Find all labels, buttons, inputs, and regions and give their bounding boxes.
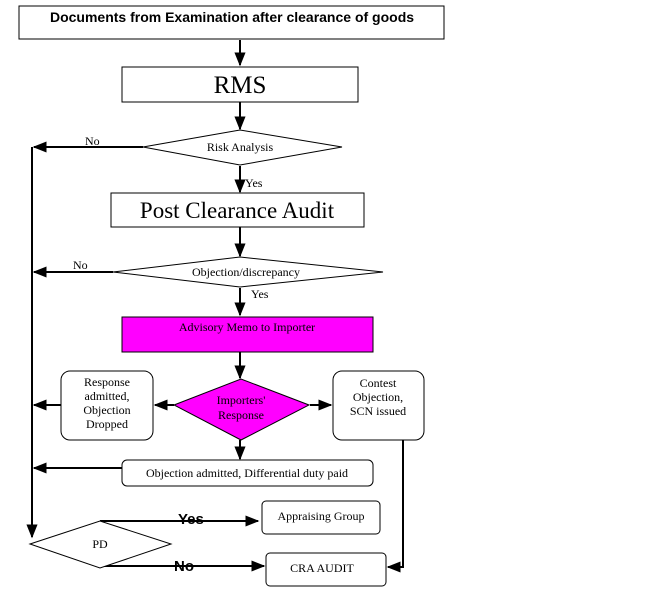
documents-label: Documents from Examination after clearan… [50,9,414,25]
edge-label-objection-yes: Yes [251,287,269,301]
node-post-clearance-audit: Post Clearance Audit [110,192,365,228]
edge-label-objection-no: No [73,258,88,272]
node-contest-objection: Contest Objection, SCN issued [332,370,425,441]
response-admitted-line-2: admitted, [85,389,130,403]
importers-response-line-2: Response [218,408,264,422]
node-importers-response: Importers' Response [172,378,311,441]
contest-objection-line-3: SCN issued [350,404,406,418]
node-objection-discrepancy: Objection/discrepancy [112,256,384,288]
importers-response-line-1: Importers' [217,393,266,407]
objection-admitted-label: Objection admitted, Differential duty pa… [146,466,348,480]
post-clearance-audit-label: Post Clearance Audit [140,198,335,223]
appraising-group-label: Appraising Group [278,509,365,523]
edge-label-risk-no: No [85,134,100,148]
edge-label-pd-no: No [174,558,194,575]
objection-discrepancy-label: Objection/discrepancy [192,265,300,279]
arrow-contest-to-cra [386,440,404,573]
node-objection-admitted: Objection admitted, Differential duty pa… [121,459,374,487]
node-documents: Documents from Examination after clearan… [18,5,445,40]
node-cra-audit: CRA AUDIT [265,552,387,587]
risk-analysis-label: Risk Analysis [207,140,274,154]
response-admitted-line-4: Dropped [86,417,128,431]
edge-label-pd-yes: Yes [178,511,204,528]
node-rms: RMS [121,66,359,103]
node-risk-analysis: Risk Analysis [142,129,343,166]
node-pd: PD [28,520,173,569]
node-appraising-group: Appraising Group [261,500,381,535]
response-admitted-line-3: Objection [83,403,130,417]
response-admitted-line-1: Response [84,375,130,389]
edge-label-risk-yes: Yes [245,176,263,190]
pd-label: PD [92,537,108,551]
node-advisory-memo: Advisory Memo to Importer [121,316,374,353]
node-response-admitted: Response admitted, Objection Dropped [60,370,154,441]
contest-objection-line-1: Contest [360,376,397,390]
cra-audit-label: CRA AUDIT [290,561,354,575]
connectors [26,40,404,573]
advisory-memo-label: Advisory Memo to Importer [179,320,315,334]
rms-label: RMS [214,72,267,99]
contest-objection-line-2: Objection, [353,390,403,404]
